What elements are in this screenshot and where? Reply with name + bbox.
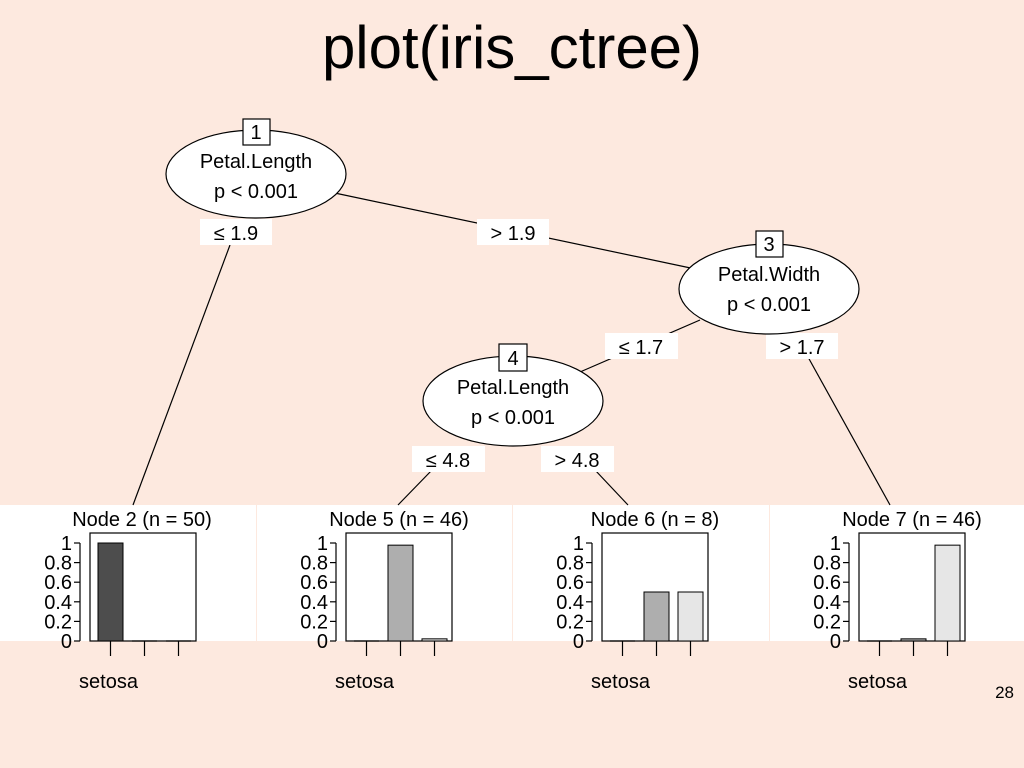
node-variable: Petal.Length <box>200 151 312 173</box>
y-tick-label: 0.2 <box>300 611 328 633</box>
edge-label-bg <box>412 446 485 472</box>
y-tick-label: 0.2 <box>813 611 841 633</box>
terminal-node-chart: Node 5 (n = 46) 00.20.40.60.81 setosa <box>300 509 469 693</box>
slide-number: 28 <box>995 683 1014 702</box>
terminal-node-chart: Node 6 (n = 8) 00.20.40.60.81 setosa <box>556 509 719 693</box>
inner-node-1: Petal.Length p < 0.001 1 <box>165 118 347 219</box>
node-pvalue: p < 0.001 <box>471 407 555 429</box>
y-tick-label: 0.6 <box>44 572 72 594</box>
node-variable: Petal.Width <box>718 264 820 286</box>
class-bar <box>643 591 670 642</box>
y-tick-label: 0 <box>317 631 328 653</box>
x-tick-label: setosa <box>79 671 139 693</box>
x-tick-label: setosa <box>848 671 908 693</box>
node-id-box <box>498 343 528 372</box>
y-tick-label: 0.4 <box>556 592 584 614</box>
terminal-panels <box>0 505 1024 641</box>
y-tick-label: 0.4 <box>300 592 328 614</box>
class-bar <box>934 544 961 642</box>
y-tick-label: 1 <box>317 533 328 555</box>
terminal-node-title: Node 7 (n = 46) <box>842 509 982 531</box>
terminal-panel-node-2 <box>0 505 256 641</box>
edge-label-bg <box>477 219 549 245</box>
terminal-node-chart: Node 2 (n = 50) 00.20.40.60.81 setosa <box>44 509 212 693</box>
edge-4-5 <box>397 469 433 506</box>
x-tick-label: setosa <box>591 671 651 693</box>
terminal-panel-node-5 <box>257 505 512 641</box>
y-tick-label: 0.8 <box>44 553 72 575</box>
terminal-panel-node-7 <box>770 505 1024 641</box>
node-id: 4 <box>507 348 518 370</box>
node-pvalue: p < 0.001 <box>214 181 298 203</box>
y-tick-label: 0.6 <box>556 572 584 594</box>
y-tick-label: 0.4 <box>813 592 841 614</box>
edge-label-4-6: > 4.8 <box>554 450 599 472</box>
node-id-box <box>755 230 784 258</box>
class-bar <box>900 638 927 642</box>
node-pvalue: p < 0.001 <box>727 294 811 316</box>
edge-label-bg <box>541 446 614 472</box>
y-tick-label: 0.2 <box>556 611 584 633</box>
y-tick-label: 1 <box>61 533 72 555</box>
y-tick-label: 0.6 <box>300 572 328 594</box>
y-tick-label: 0.4 <box>44 592 72 614</box>
y-tick-label: 0.2 <box>44 611 72 633</box>
edge-3-7 <box>807 356 891 506</box>
class-bar <box>677 591 704 642</box>
terminal-node-title: Node 2 (n = 50) <box>72 509 212 531</box>
y-tick-label: 0 <box>830 631 841 653</box>
class-bar <box>387 544 414 642</box>
x-tick-label: setosa <box>335 671 395 693</box>
class-bar <box>421 638 448 642</box>
y-tick-label: 0.6 <box>813 572 841 594</box>
edge-label-bg <box>766 333 838 359</box>
edge-label-bg <box>605 333 678 359</box>
class-bar <box>97 542 124 642</box>
slide-title: plot(iris_ctree) <box>321 14 703 81</box>
inner-node-4: Petal.Length p < 0.001 4 <box>422 343 604 447</box>
y-tick-label: 0.8 <box>300 553 328 575</box>
node-id: 3 <box>763 234 774 256</box>
y-tick-label: 0 <box>573 631 584 653</box>
edge-label-4-5: ≤ 4.8 <box>426 450 470 472</box>
edge-label-3-7: > 1.7 <box>779 337 824 359</box>
y-tick-label: 0 <box>61 631 72 653</box>
terminal-node-title: Node 5 (n = 46) <box>329 509 469 531</box>
terminal-node-title: Node 6 (n = 8) <box>591 509 719 531</box>
node-id-box <box>242 118 271 146</box>
y-tick-label: 0.8 <box>556 553 584 575</box>
edge-1-2 <box>132 244 231 506</box>
inner-node-3: Petal.Width p < 0.001 3 <box>678 230 860 335</box>
edge-label-1-3: > 1.9 <box>490 223 535 245</box>
y-tick-label: 0.8 <box>813 553 841 575</box>
edge-label-1-2: ≤ 1.9 <box>214 223 258 245</box>
edge-label-bg <box>200 219 272 245</box>
edge-label-3-4: ≤ 1.7 <box>619 337 663 359</box>
terminal-node-chart: Node 7 (n = 46) 00.20.40.60.81 setosa <box>813 509 982 693</box>
terminal-nodes: Node 2 (n = 50)00.20.40.60.81setosaNode … <box>44 509 982 693</box>
terminal-panel-node-6 <box>513 505 769 641</box>
edge-4-6 <box>594 469 629 506</box>
edge-labels: ≤ 1.9 > 1.9 ≤ 1.7 > 1.7 ≤ 4.8 > 4.8 <box>200 219 838 472</box>
node-id: 1 <box>250 122 261 144</box>
y-tick-label: 1 <box>830 533 841 555</box>
node-variable: Petal.Length <box>457 377 569 399</box>
y-tick-label: 1 <box>573 533 584 555</box>
